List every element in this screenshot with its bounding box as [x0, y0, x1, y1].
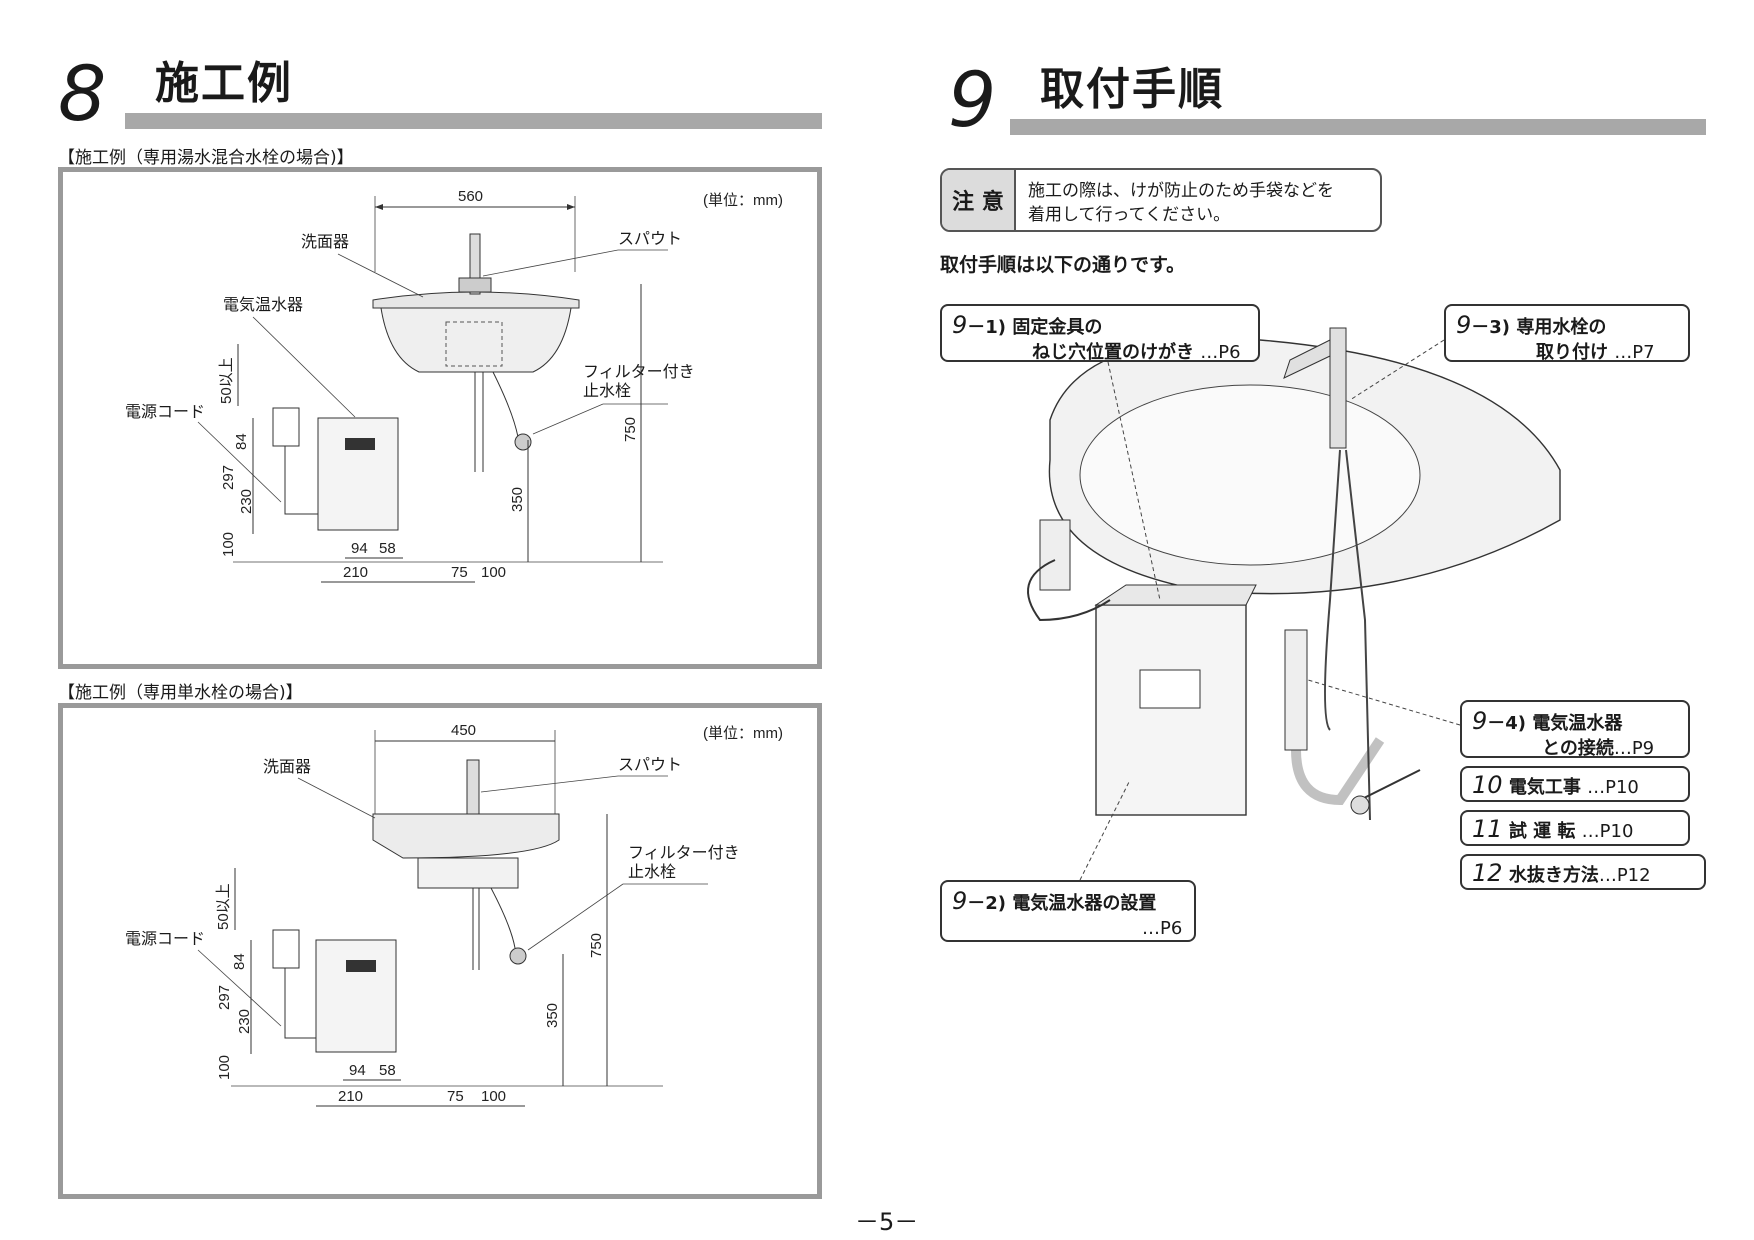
label-cord: 電源コード	[125, 402, 205, 421]
caution-box: 注 意 施工の際は、けが防止のため手袋などを 着用して行ってください。	[940, 168, 1382, 232]
step-11: 11 試 運 転 …P10	[1460, 810, 1690, 846]
section-number: 8	[58, 49, 107, 138]
step-9-1-page: …P6	[1200, 342, 1241, 364]
dim-w75-2: 75	[447, 1088, 464, 1105]
step-9-2-page: …P6	[1142, 918, 1183, 940]
unit-label-2: (単位：mm)	[703, 725, 783, 742]
step-12-page: …P12	[1598, 865, 1651, 886]
dim-w94: 94	[351, 540, 368, 557]
section-number-9: 9	[948, 55, 997, 144]
dim-gap50-2: 50以上	[215, 883, 232, 930]
figure1-box: (単位：mm) 560 洗面器 スパウト フィルター付き 止水栓 電気温水器	[58, 167, 822, 669]
dim-h84: 84	[233, 433, 250, 450]
step-9-1-line1: 固定金具の	[1012, 317, 1103, 338]
dim-h350-2: 350	[544, 1003, 561, 1028]
label-spout-2: スパウト	[618, 755, 682, 774]
figure2-box: (単位：mm) 450 洗面器 スパウト フィルター付き 止水栓 電源コード 5…	[58, 703, 822, 1199]
label-filter-1b: フィルター付き	[628, 843, 740, 862]
step-9-1-line2: ねじ穴位置のけがき	[1032, 342, 1194, 364]
label-basin: 洗面器	[301, 232, 349, 251]
step-9-3: 9－3) 専用水栓の 取り付け …P7	[1444, 304, 1690, 364]
unit-label: (単位：mm)	[703, 192, 783, 209]
dim-w100-2: 100	[481, 1088, 506, 1105]
dim-w210: 210	[343, 564, 368, 581]
figure1-caption: 【施工例（専用湯水混合水栓の場合)】	[58, 148, 354, 168]
dim-h297-2: 297	[216, 985, 233, 1010]
step-9-1-number: 9	[952, 311, 968, 339]
step-10-number: 10	[1472, 771, 1503, 799]
step-11-text: 試 運 転	[1508, 821, 1576, 842]
label-basin-2: 洗面器	[263, 757, 311, 776]
dim-w58: 58	[379, 540, 396, 557]
dim-width: 560	[458, 188, 483, 205]
label-heater: 電気温水器	[223, 295, 303, 314]
dim-w100: 100	[481, 564, 506, 581]
step-9-4-line1: 電気温水器	[1532, 713, 1623, 734]
dim-h750-2: 750	[588, 933, 605, 958]
step-11-number: 11	[1472, 815, 1503, 843]
step-12-number: 12	[1472, 859, 1503, 887]
step-9-4-page: …P9	[1613, 738, 1655, 760]
dim-w58-2: 58	[379, 1062, 396, 1079]
step-9-2-number: 9	[952, 887, 968, 915]
title-rule	[125, 113, 822, 129]
dim-h100: 100	[220, 532, 237, 557]
label-cord-2: 電源コード	[125, 929, 205, 948]
caution-line-1: 施工の際は、けが防止のため手袋などを	[1028, 181, 1334, 201]
step-9-3-page: …P7	[1614, 342, 1655, 364]
caution-line-2: 着用して行ってください。	[1028, 205, 1231, 225]
dim-w210-2: 210	[338, 1088, 363, 1105]
step-10: 10 電気工事 …P10	[1460, 766, 1690, 802]
dim-w75: 75	[451, 564, 468, 581]
caution-badge: 注 意	[942, 170, 1016, 230]
dim-h750: 750	[622, 417, 639, 442]
intro-text: 取付手順は以下の通りです。	[940, 254, 1186, 276]
label-spout: スパウト	[618, 229, 682, 248]
dim-h230-2: 230	[236, 1009, 253, 1034]
label-filter-1: フィルター付き	[583, 362, 695, 381]
step-12-text: 水抜き方法	[1508, 865, 1599, 886]
step-10-text: 電気工事	[1508, 777, 1581, 798]
label-filter-2b: 止水栓	[628, 862, 676, 881]
step-9-3-suffix: －3)	[1471, 317, 1511, 338]
step-9-3-line2: 取り付け	[1536, 342, 1608, 364]
dim-gap50: 50以上	[218, 357, 235, 404]
step-9-2-line1: 電気温水器の設置	[1012, 893, 1157, 914]
step-9-3-number: 9	[1456, 311, 1472, 339]
figure2-diagram: (単位：mm) 450 洗面器 スパウト フィルター付き 止水栓 電源コード 5…	[125, 722, 783, 1107]
dim-width-2: 450	[451, 722, 476, 739]
title-rule-9	[1010, 119, 1706, 135]
installation-illustration	[1027, 327, 1561, 821]
step-9-3-line1: 専用水栓の	[1516, 317, 1607, 338]
section-title: 施工例	[155, 58, 293, 109]
dim-h100-2: 100	[216, 1055, 233, 1080]
step-9-2: 9－2) 電気温水器の設置 …P6	[940, 880, 1196, 942]
step-9-4-number: 9	[1472, 707, 1488, 735]
step-9-4-suffix: －4)	[1487, 713, 1527, 734]
step-12: 12 水抜き方法…P12	[1460, 854, 1706, 890]
section-title-9: 取付手順	[1040, 64, 1224, 115]
figure1-diagram: (単位：mm) 560 洗面器 スパウト フィルター付き 止水栓 電気温水器	[125, 188, 783, 583]
dim-h230: 230	[238, 489, 255, 514]
step-10-page: …P10	[1587, 777, 1639, 798]
step-9-1-suffix: －1)	[967, 317, 1007, 338]
step-11-page: …P10	[1581, 821, 1634, 842]
label-filter-2: 止水栓	[583, 381, 631, 400]
dim-h350: 350	[509, 487, 526, 512]
step-9-4: 9－4) 電気温水器 との接続…P9	[1460, 700, 1690, 760]
page-number: －5－	[855, 1208, 919, 1236]
dim-h84-2: 84	[231, 953, 248, 970]
dim-h297: 297	[220, 465, 237, 490]
dim-w94-2: 94	[349, 1062, 366, 1079]
step-9-4-line2: との接続	[1542, 738, 1614, 760]
step-9-1: 9－1) 固定金具の ねじ穴位置のけがき …P6	[940, 304, 1260, 364]
figure2-caption: 【施工例（専用単水栓の場合)】	[58, 683, 303, 703]
step-9-2-suffix: －2)	[967, 893, 1007, 914]
